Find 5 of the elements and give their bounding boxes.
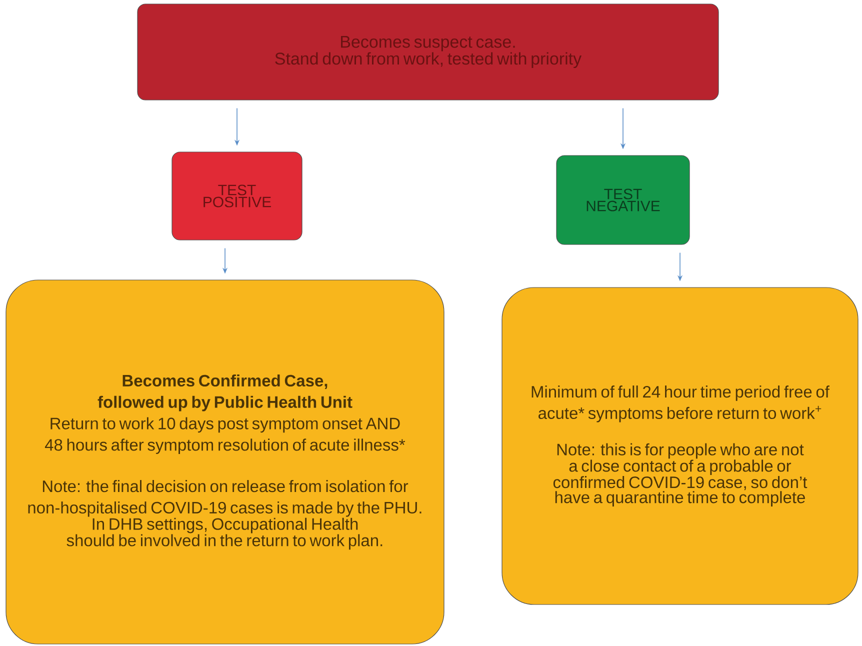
process-box: Becomes suspect case. Stand down from work, tested with priority xyxy=(137,4,719,100)
result-box: TEST POSITIVE xyxy=(172,152,302,240)
result-box: TEST NEGATIVE xyxy=(556,155,690,245)
outcome-box: Becomes Confirmed Case, followed up by Public Health Unit Return to work 10 days post symptom onset AND 48 hours after symptom resolution of acute illness* Note: the final decision on release from isolation for non-hospitalised COVID-19 cases is made by the PHU. In DHB settings, Occupational Health should be involved in the return to work plan. xyxy=(6,280,444,644)
outcome-box: Minimum of full 24 hour time period free of acute* symptoms before return to work$^{+}$ Note: this is for people who are not a close contact of a probable or confirmed COVID-19 case, so don’t have a quarantine time to complete xyxy=(502,287,858,605)
